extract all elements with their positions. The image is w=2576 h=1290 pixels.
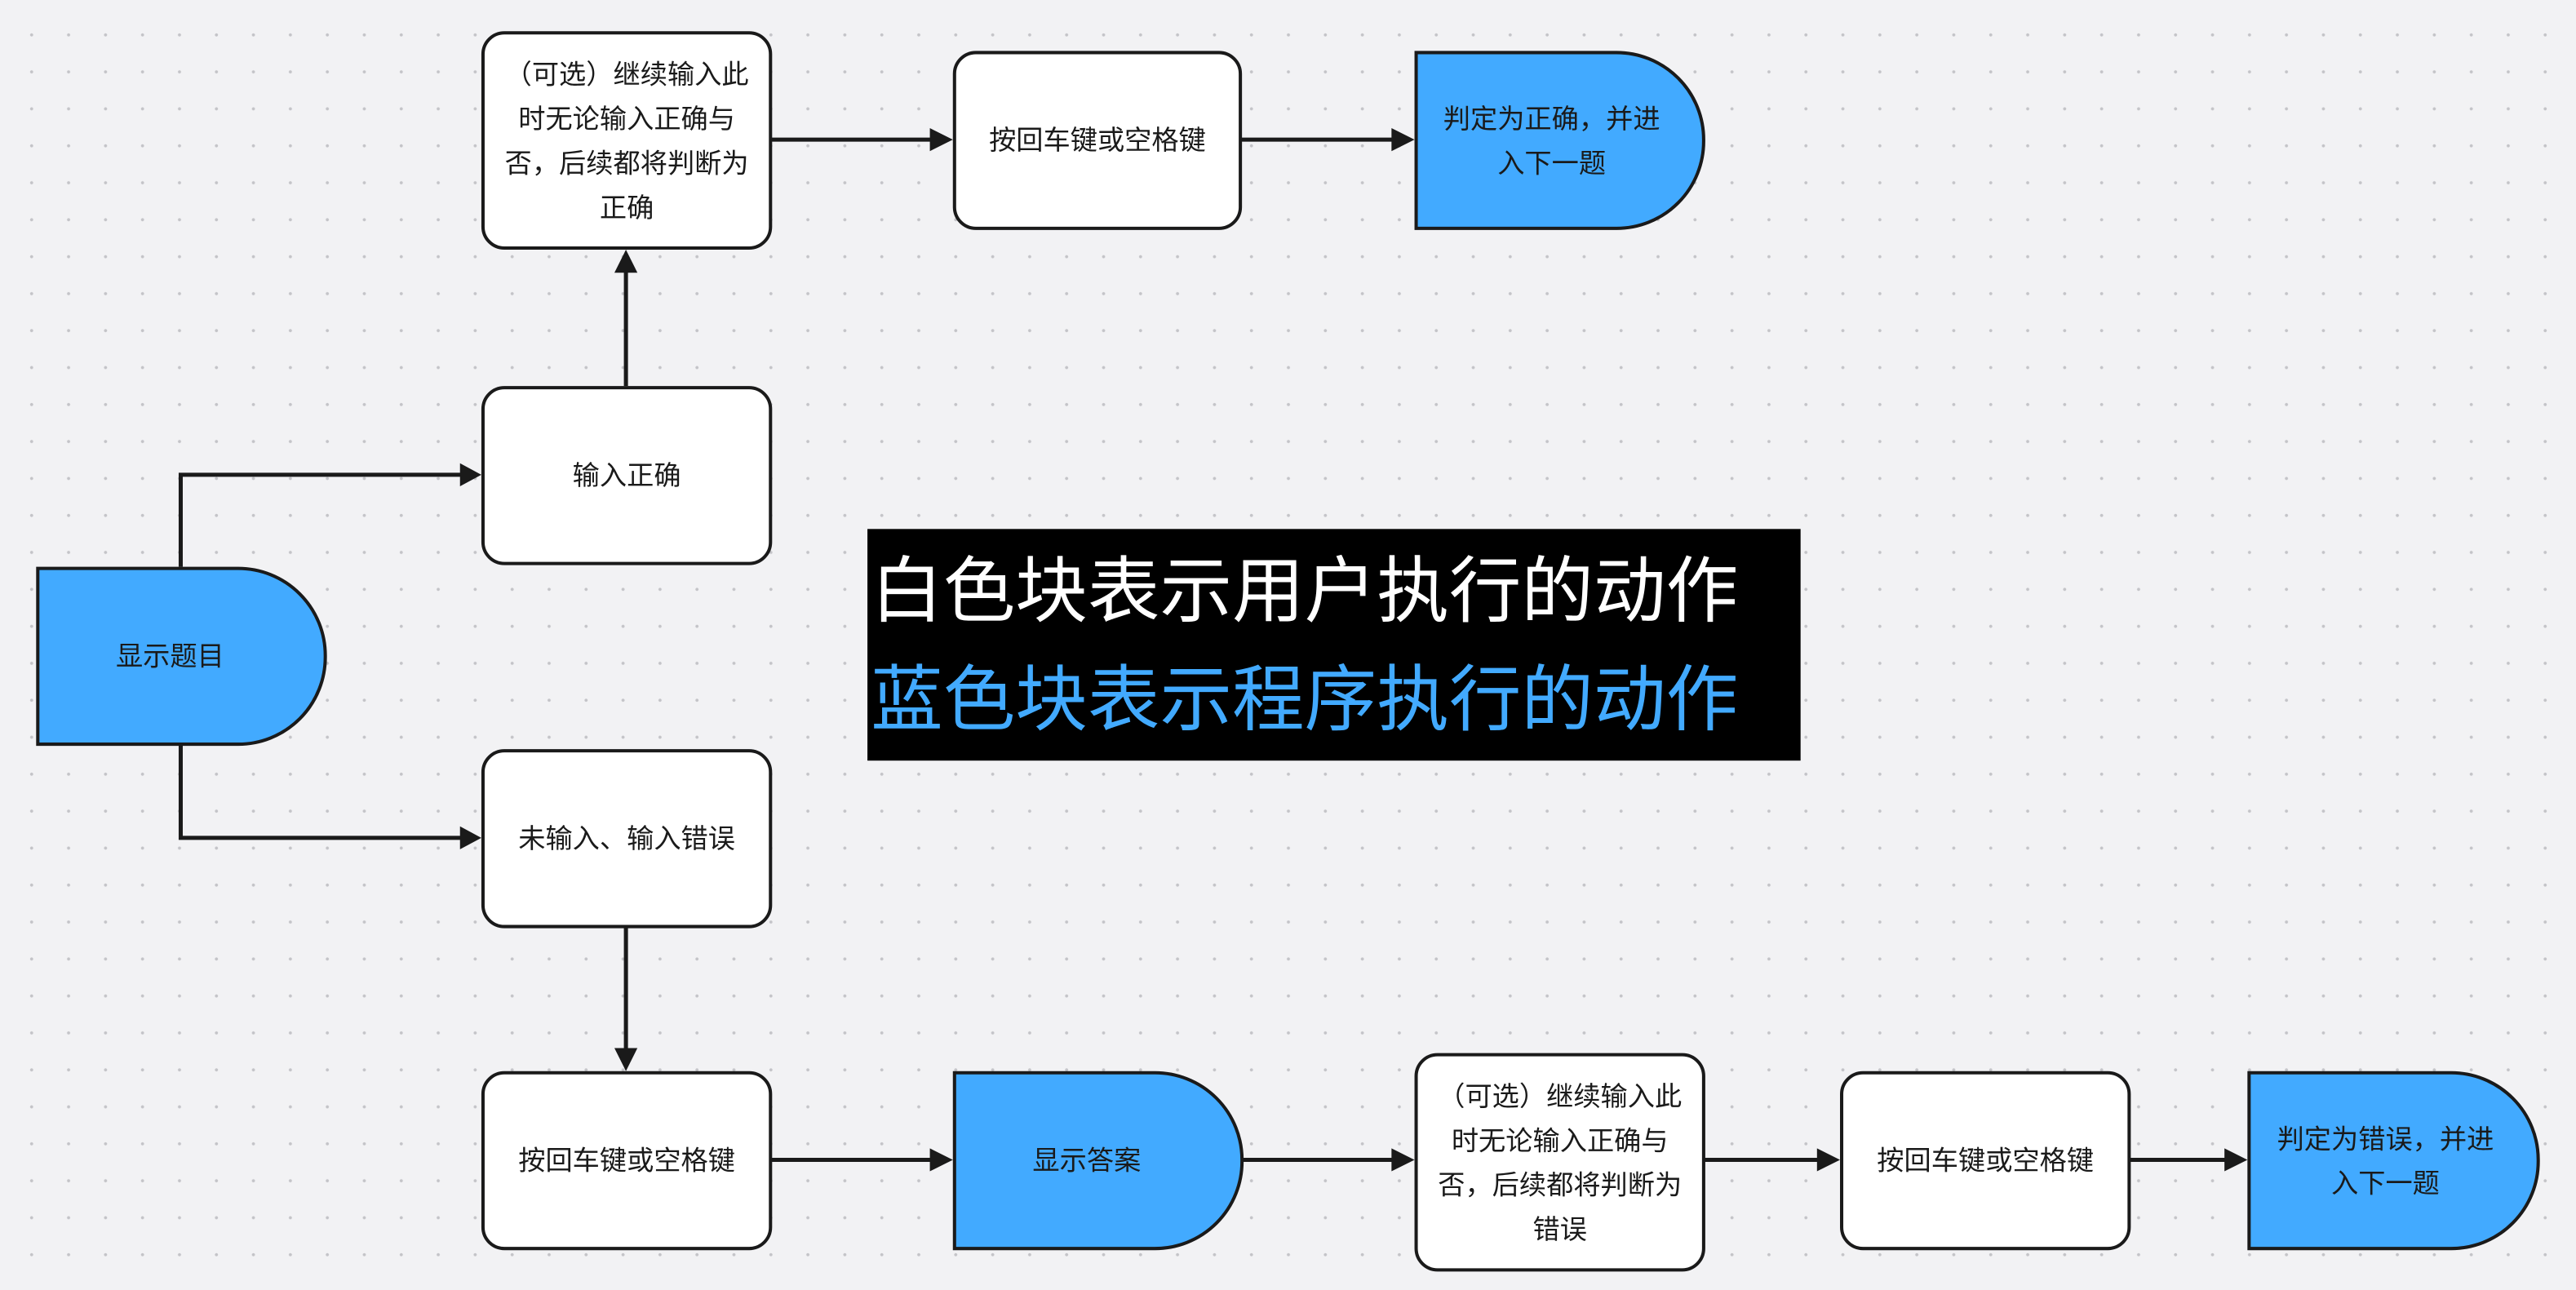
arrowhead <box>1391 128 1415 152</box>
node-label: 显示题目 <box>115 641 224 672</box>
arrowhead <box>1391 1148 1415 1172</box>
arrowhead <box>929 1148 953 1172</box>
arrowhead <box>459 463 481 486</box>
node-press-enter-1[interactable]: 按回车键或空格键 <box>952 51 1243 230</box>
edge-show-to-wrong <box>178 744 463 840</box>
node-judge-wrong[interactable]: 判定为错误，并进入下一题 <box>2247 1071 2540 1251</box>
node-label: 判定为正确，并进入下一题 <box>1443 102 1660 179</box>
legend-user-action: 白色块表示用户执行的动作 <box>871 550 1739 635</box>
node-label: （可选）继续输入此时无论输入正确与否，后续都将判断为正确 <box>504 58 749 223</box>
node-label: 判定为错误，并进入下一题 <box>2277 1123 2494 1199</box>
node-label: 按回车键或空格键 <box>1877 1145 2095 1177</box>
arrowhead <box>614 250 638 273</box>
node-label: 输入正确 <box>572 459 681 492</box>
node-judge-correct[interactable]: 判定为正确，并进入下一题 <box>1414 51 1705 230</box>
node-show-question[interactable]: 显示题目 <box>36 566 327 747</box>
node-show-answer[interactable]: 显示答案 <box>952 1071 1244 1251</box>
arrowhead <box>614 1048 638 1071</box>
arrowhead <box>929 128 953 152</box>
node-input-correct[interactable]: 输入正确 <box>481 386 773 565</box>
node-optional-continue-wrong[interactable]: （可选）继续输入此时无论输入正确与否，后续都将判断为错误 <box>1414 1053 1705 1272</box>
node-optional-continue-correct[interactable]: （可选）继续输入此时无论输入正确与否，后续都将判断为正确 <box>481 31 773 250</box>
node-label: 按回车键或空格键 <box>518 1145 735 1177</box>
legend-program-action: 蓝色块表示程序执行的动作 <box>871 658 1739 743</box>
node-label: 未输入、输入错误 <box>518 822 735 854</box>
node-label: 按回车键或空格键 <box>989 125 1206 157</box>
node-press-enter-2[interactable]: 按回车键或空格键 <box>481 1071 773 1251</box>
node-label: 显示答案 <box>1032 1145 1142 1177</box>
edge-show-to-correct <box>178 472 463 567</box>
arrowhead <box>2224 1148 2248 1172</box>
legend-box: 白色块表示用户执行的动作 蓝色块表示程序执行的动作 <box>867 529 1801 761</box>
node-label: （可选）继续输入此时无论输入正确与否，后续都将判断为错误 <box>1438 1079 1683 1245</box>
arrowhead <box>1816 1148 1841 1172</box>
node-press-enter-3[interactable]: 按回车键或空格键 <box>1840 1071 2131 1251</box>
node-input-wrong[interactable]: 未输入、输入错误 <box>481 749 773 929</box>
arrowhead <box>459 826 481 849</box>
